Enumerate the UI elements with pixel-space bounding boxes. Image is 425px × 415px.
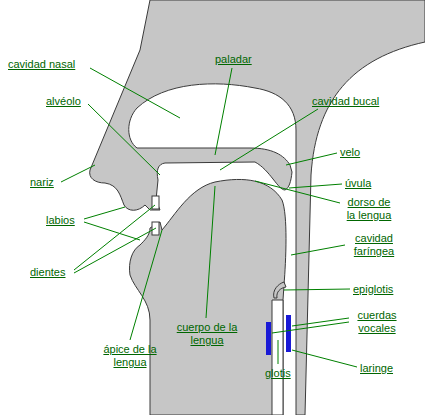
part-label: úvula — [345, 177, 371, 190]
leader-line — [84, 222, 140, 240]
leader-line — [84, 207, 125, 219]
leader-line — [74, 228, 156, 273]
part-label: glotis — [265, 367, 291, 380]
leader-line — [88, 104, 160, 175]
leader-line — [278, 340, 279, 364]
leader-line — [74, 205, 155, 270]
vocal-cord — [286, 315, 291, 352]
part-label: cavidad faríngea — [348, 232, 400, 258]
vocal-cord — [266, 322, 271, 355]
leader-line — [292, 318, 349, 326]
larynx-tube — [272, 300, 283, 415]
head-upper — [90, 0, 425, 415]
part-label: ápice de la lengua — [98, 343, 162, 369]
leader-line — [206, 186, 215, 318]
part-label: nariz — [30, 176, 54, 189]
leader-line — [289, 184, 342, 188]
leader-line — [272, 322, 349, 333]
leader-line — [215, 68, 232, 155]
leader-line — [292, 350, 357, 367]
part-label: cuerdas vocales — [352, 309, 402, 335]
part-label: cavidad bucal — [312, 95, 379, 108]
part-label: dorso de la lengua — [343, 196, 395, 222]
part-label: laringe — [360, 362, 393, 375]
part-label: epiglotis — [353, 283, 393, 296]
part-label: alvéolo — [46, 95, 81, 108]
part-label: dientes — [30, 266, 65, 279]
part-label: velo — [340, 146, 360, 159]
leader-line — [61, 165, 95, 182]
leader-line — [255, 181, 340, 203]
leader-line — [284, 289, 350, 290]
leader-lines — [61, 68, 357, 367]
leader-line — [291, 245, 345, 255]
leader-line — [286, 153, 337, 165]
leader-line — [130, 230, 162, 340]
tongue-jaw — [129, 179, 286, 415]
part-label: cavidad nasal — [8, 58, 75, 71]
leader-line — [90, 68, 180, 118]
part-label: paladar — [215, 53, 252, 66]
part-label: cuerpo de la lengua — [172, 321, 242, 347]
part-label: labios — [46, 214, 75, 227]
